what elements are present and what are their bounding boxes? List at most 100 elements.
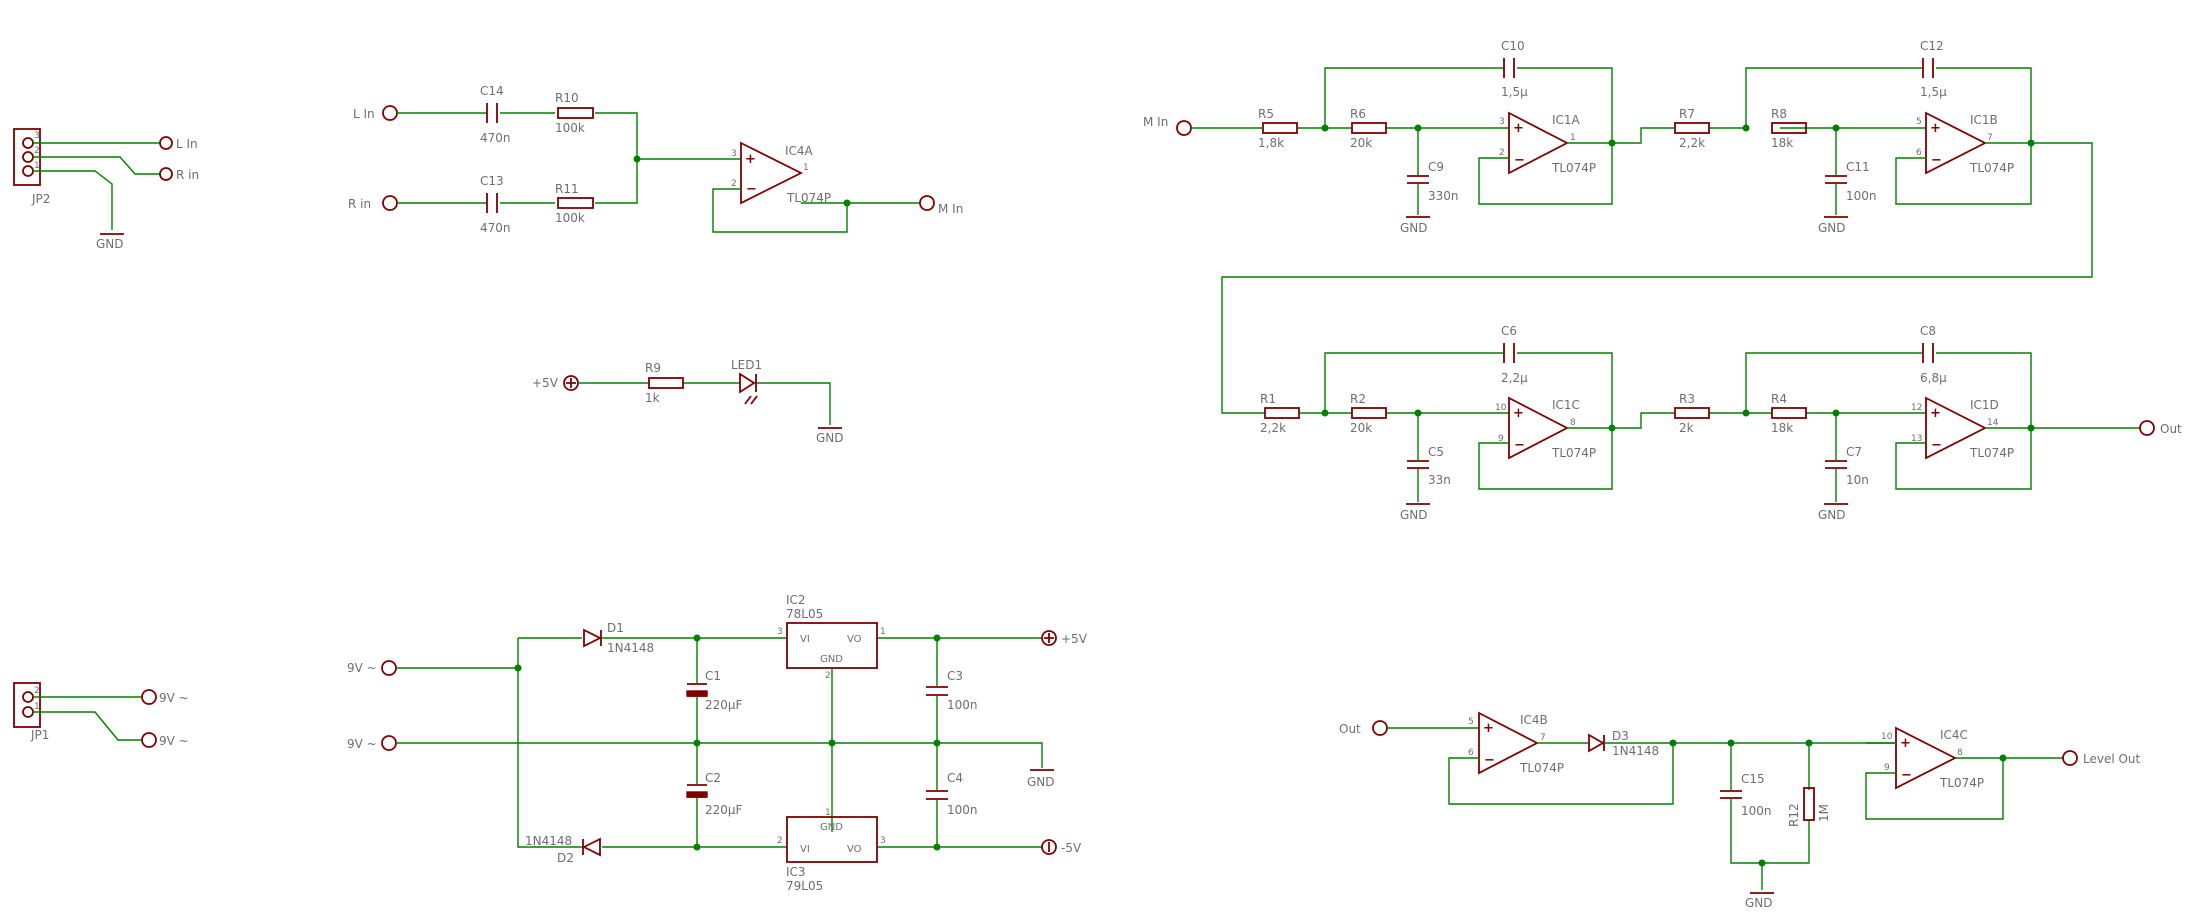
d2-diode [581,837,601,857]
ic4c-part: TL074P [1939,776,1984,790]
mixer-section: L In R in C14 470n R10 100k C13 470n R11… [348,84,963,235]
r4-value: 18k [1771,421,1793,435]
ic3-pin-gnd: 1 [825,808,831,818]
jp2-pin1 [22,165,34,177]
ic4c-pin-minus: 9 [1884,763,1890,773]
ic4a-minus: − [746,182,757,197]
jp2-pin2-num: 2 [34,146,40,156]
ic1a-pin-minus: 2 [1499,148,1505,158]
c7-capacitor [1825,460,1847,469]
power-neg-terminal [1041,839,1057,855]
power-gnd-rail [396,742,1043,768]
led1-diode [739,372,757,394]
ic4b-wires [1448,742,1674,805]
power-rectifier-wire [396,638,582,848]
ic4a-plus: + [745,152,756,167]
r7-value: 2,2k [1679,136,1705,150]
jp1-pin2-num: 2 [34,686,40,696]
ic4c-out-junction [1999,754,2007,762]
c4-value: 100n [947,803,978,817]
power-junction-gnd-c [933,739,941,747]
ic1b-opamp [1925,111,1987,175]
jp1-terminal-1 [141,689,157,705]
jp2-wire-r [33,156,160,175]
r3-value: 2k [1679,421,1694,435]
ic1d-minus: − [1931,438,1942,453]
r2-value: 20k [1350,421,1372,435]
filter1-m-in-terminal [1176,120,1192,136]
d3-name: D3 [1612,729,1629,743]
mixer-wire-top [397,112,638,159]
ic2-vi: VI [800,634,810,645]
c3-capacitor [926,686,948,696]
ic4c-pin-plus: 10 [1881,732,1893,742]
d3-diode [1588,733,1605,753]
ic1c-opamp [1508,396,1569,460]
d1-value: 1N4148 [607,641,654,655]
c2-name: C2 [705,771,721,785]
c10-capacitor [1503,58,1515,78]
ic1a-pin-out: 1 [1570,133,1576,143]
ic1c-minus: − [1514,438,1525,453]
filter2-gnd1-label: GND [1400,508,1428,522]
c5-name: C5 [1428,445,1444,459]
filter-stage-2: R1 2,2k R2 20k C5 33n GND C6 2,2µ + − 10… [1260,324,2182,522]
c8-value: 6,8µ [1920,371,1947,385]
r12-resistor [1803,787,1815,821]
ic1a-pin-plus: 3 [1499,117,1505,127]
jp1-body [13,682,41,728]
led1-emission-arrows [744,395,758,405]
ic1c-pin-minus: 9 [1498,434,1504,444]
c15-name: C15 [1741,772,1765,786]
mixer-l-in-terminal [382,105,398,121]
ic4b-plus: + [1483,721,1494,736]
ic1a-out-junction [1608,139,1616,147]
jp1-pin2 [22,691,34,703]
c1-value: 220µF [705,698,743,712]
r10-resistor [557,107,594,119]
ic2-pin-gnd: 2 [825,671,831,681]
level-out-label: Level Out [2083,752,2141,766]
ic4c-opamp [1895,726,1957,790]
ic1a-minus: − [1514,153,1525,168]
ic2-vo: VO [847,634,862,645]
c3-value: 100n [947,698,978,712]
c12-capacitor [1922,58,1934,78]
jp2-l-in-label: L In [176,137,198,151]
jp1-wires [33,696,142,741]
c10-feedback-wire [1324,67,1613,143]
indicator-gnd-label: GND [816,431,844,445]
filter-stage-1: M In R5 1,8k R6 20k C9 330n GND C10 1,5µ… [1143,39,2093,414]
ic1d-part: TL074P [1969,446,2014,460]
r2-resistor [1351,407,1387,419]
c10-name: C10 [1501,39,1525,53]
ic4a-out-junction [843,199,851,207]
power-junction-in [514,664,522,672]
ic1b-part: TL074P [1969,161,2014,175]
d1-diode [583,628,603,648]
c1-polarity-plate [686,690,708,697]
ic1d-output-wire [1895,427,2140,490]
jp1-pin1 [22,706,34,718]
ic1c-pin-plus: 10 [1495,403,1507,413]
r1-value: 2,2k [1260,421,1286,435]
ic1b-minus: − [1931,153,1942,168]
filter2-gnd2-label: GND [1818,508,1846,522]
power-pos-label: +5V [1061,632,1088,646]
ic4c-wires [1865,742,2063,820]
r5-resistor [1262,122,1298,134]
ic1b-out-junction [2027,139,2035,147]
power-in1-label: 9V ~ [347,661,377,675]
c2-polarity-plate [686,791,708,798]
led1-name: LED1 [731,358,762,372]
jp2-gnd-label: GND [96,237,124,251]
jp2-r-terminal [159,167,173,181]
ic4c-name: IC4C [1940,728,1968,742]
ic4c-pin-out: 8 [1957,748,1963,758]
level-out-in-label: Out [1339,722,1361,736]
r11-resistor [557,197,594,209]
r11-name: R11 [555,182,579,196]
c4-capacitor [926,790,948,800]
c11-capacitor [1825,175,1847,184]
